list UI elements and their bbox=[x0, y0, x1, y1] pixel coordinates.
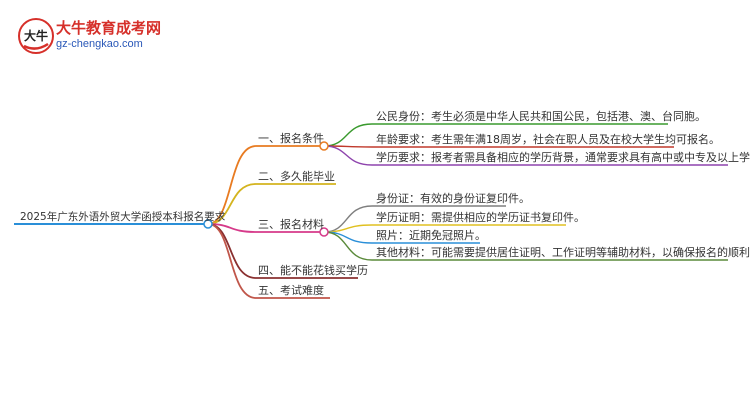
leaf-link-other-materials bbox=[323, 231, 728, 261]
branch-link-materials bbox=[207, 223, 324, 233]
leaf-label-education: 学历要求：报考者需具备相应的学历背景，通常要求具有高中或中专及以上学历。 bbox=[376, 151, 750, 164]
leaf-label-diploma-proof: 学历证明：需提供相应的学历证书复印件。 bbox=[376, 211, 585, 224]
svg-text:大牛: 大牛 bbox=[24, 28, 48, 43]
leaf-label-age: 年龄要求：考生需年满18周岁，社会在职人员及在校大学生均可报名。 bbox=[376, 133, 720, 146]
root-node bbox=[203, 219, 213, 229]
branch-link-difficulty bbox=[207, 223, 330, 299]
branch-label-materials: 三、报名材料 bbox=[258, 218, 324, 231]
branch-label-difficulty: 五、考试难度 bbox=[258, 284, 324, 297]
leaf-label-other-materials: 其他材料：可能需要提供居住证明、工作证明等辅助材料，以确保报名的顺利进行。 bbox=[376, 246, 750, 259]
leaf-label-id-card: 身份证：有效的身份证复印件。 bbox=[376, 192, 530, 205]
logo-mark-icon: 大牛 bbox=[18, 18, 54, 54]
leaf-label-citizenship: 公民身份：考生必须是中华人民共和国公民，包括港、澳、台同胞。 bbox=[376, 110, 706, 123]
branch-label-buy-degree: 四、能不能花钱买学历 bbox=[258, 264, 368, 277]
site-logo[interactable]: 大牛 大牛教育成考网 gz-chengkao.com bbox=[16, 16, 166, 56]
branch-label-graduation: 二、多久能毕业 bbox=[258, 170, 335, 183]
logo-title: 大牛教育成考网 bbox=[56, 19, 162, 37]
branch-node-registration bbox=[319, 141, 329, 151]
branch-link-graduation bbox=[207, 183, 336, 225]
branch-node-materials bbox=[319, 227, 329, 237]
mindmap-root-label: 2025年广东外语外贸大学函授本科报名要求 bbox=[20, 211, 226, 223]
leaf-link-education bbox=[323, 145, 728, 166]
logo-url[interactable]: gz-chengkao.com bbox=[56, 38, 143, 50]
branch-link-registration bbox=[207, 145, 324, 225]
branch-label-registration: 一、报名条件 bbox=[258, 132, 324, 145]
leaf-label-photo: 照片：近期免冠照片。 bbox=[376, 229, 486, 242]
leaf-link-citizenship bbox=[323, 123, 668, 147]
